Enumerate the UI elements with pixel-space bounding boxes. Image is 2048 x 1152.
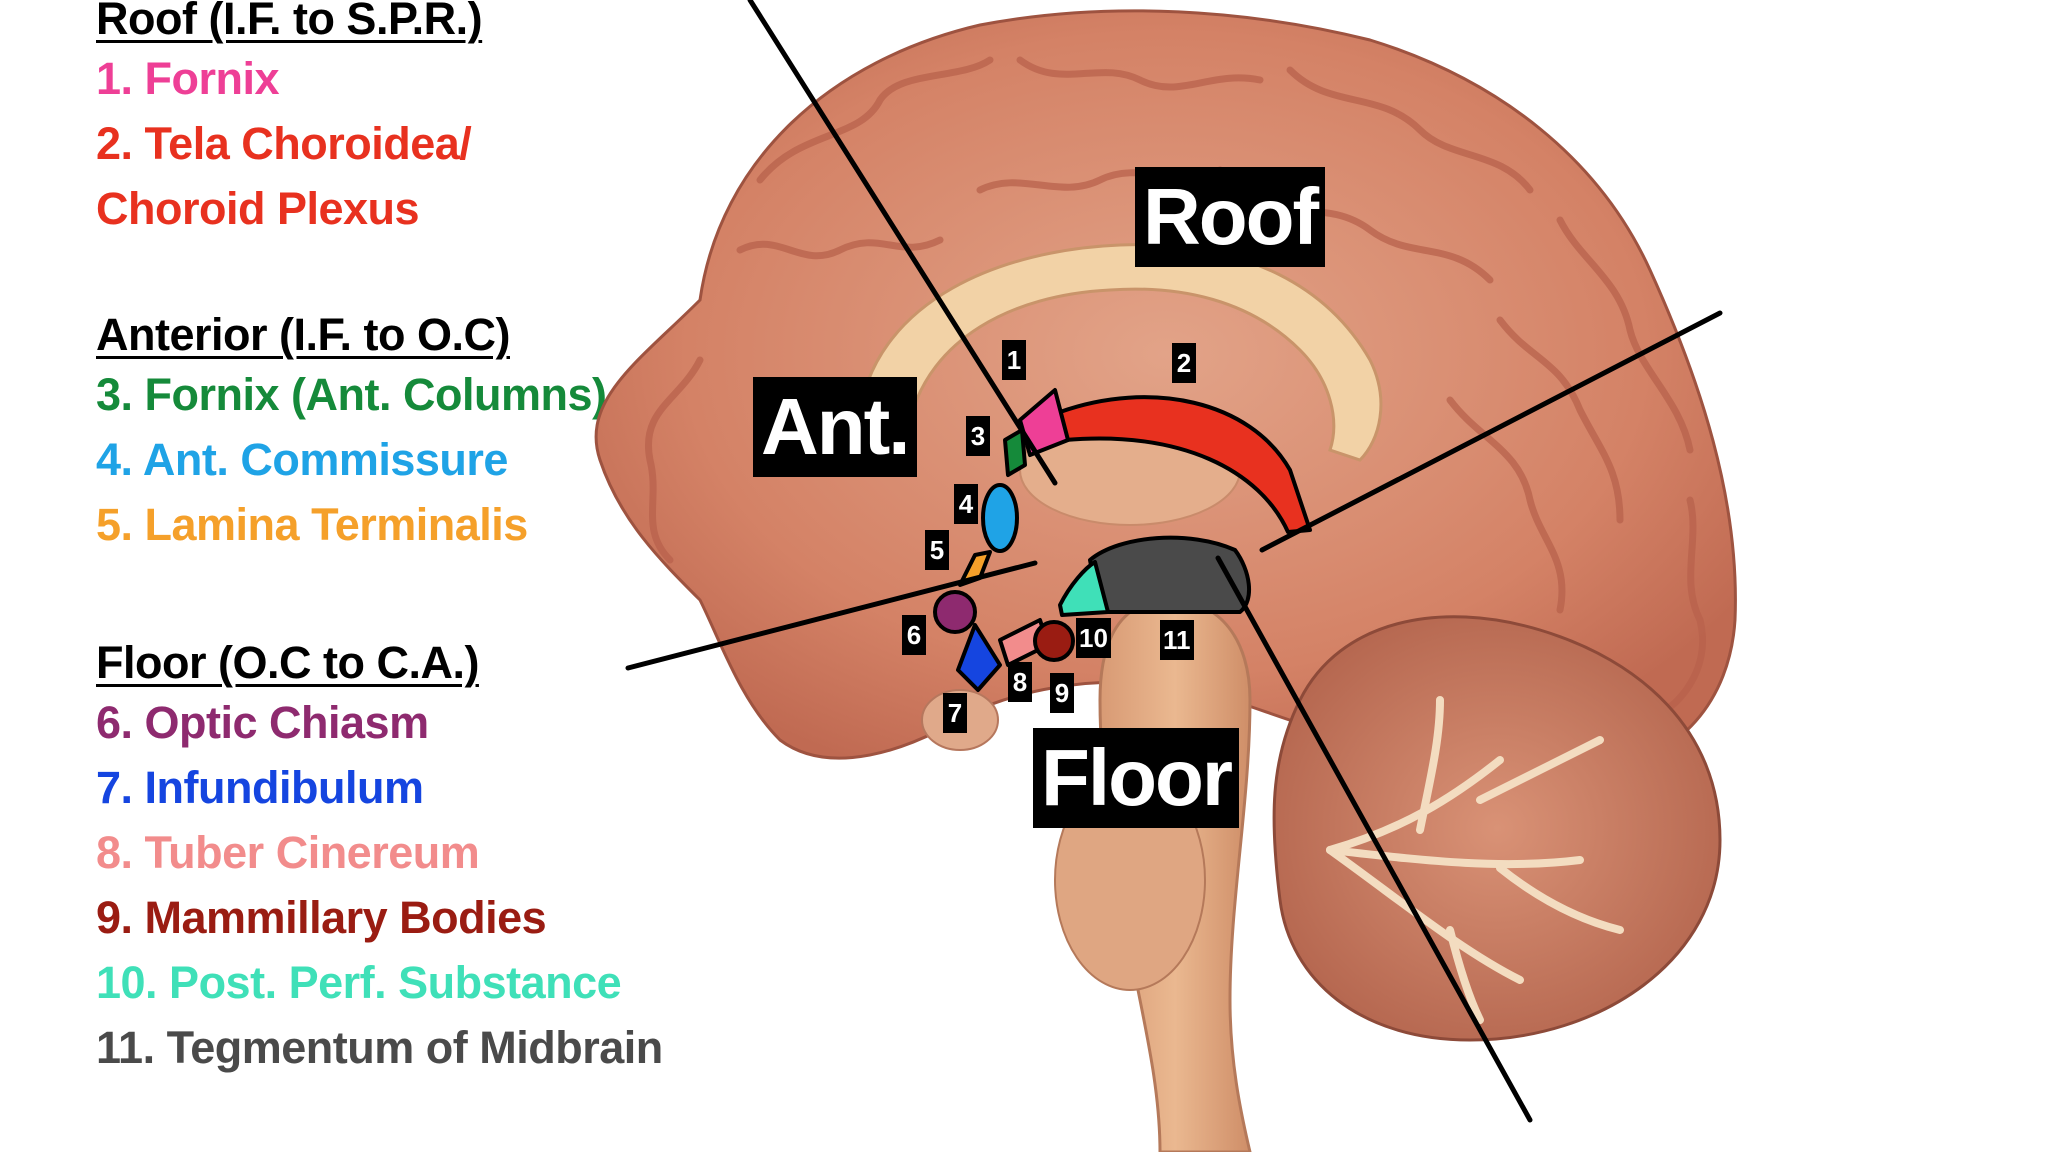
optic-chiasm-shape — [933, 590, 977, 634]
cerebellum — [1272, 615, 1722, 1042]
marker-6: 6 — [902, 615, 926, 655]
legend-item-choroid-plexus: Choroid Plexus — [96, 183, 420, 234]
legend-item-tela-choroidea: 2. Tela Choroidea/ — [96, 118, 472, 169]
marker-8: 8 — [1008, 662, 1032, 702]
marker-5: 5 — [925, 530, 949, 570]
legend-item-tegmentum: 11. Tegmentum of Midbrain — [96, 1022, 663, 1073]
legend-item-optic-chiasm: 6. Optic Chiasm — [96, 697, 429, 748]
legend-item-fornix-ant-columns: 3. Fornix (Ant. Columns) — [96, 369, 607, 420]
legend-floor-section: Floor (O.C to C.A.) 6. Optic Chiasm 7. I… — [96, 638, 716, 1080]
legend-item-lamina-terminalis: 5. Lamina Terminalis — [96, 499, 528, 550]
fornix-ant-columns-shape — [1003, 428, 1027, 477]
boundary-line-floor-anterior — [625, 560, 1038, 671]
marker-11: 11 — [1160, 620, 1194, 660]
corpus-callosum — [858, 243, 1383, 462]
fornix-shape — [1018, 388, 1070, 457]
boundary-line-floor-posterior — [1215, 555, 1533, 1123]
boundary-line-anterior — [747, 0, 1058, 486]
marker-1: 1 — [1002, 340, 1026, 380]
infundibulum-shape — [956, 623, 1002, 692]
region-label-roof: Roof — [1135, 167, 1326, 267]
tegmentum-dome — [1088, 535, 1252, 614]
legend-floor-heading: Floor (O.C to C.A.) — [96, 637, 479, 688]
marker-10: 10 — [1076, 618, 1111, 658]
legend-roof-heading: Roof (I.F. to S.P.R.) — [96, 0, 483, 44]
arbor-vitae — [1326, 696, 1624, 1024]
marker-9: 9 — [1050, 673, 1074, 713]
legend-item-tuber-cinereum: 8. Tuber Cinereum — [96, 827, 480, 878]
legend-item-fornix: 1. Fornix — [96, 53, 280, 104]
boundary-line-roof — [1259, 310, 1723, 553]
legend-roof-section: Roof (I.F. to S.P.R.) 1. Fornix 2. Tela … — [96, 0, 716, 241]
region-label-anterior: Ant. — [753, 377, 917, 477]
region-label-floor: Floor — [1033, 728, 1239, 828]
legend-anterior-section: Anterior (I.F. to O.C) 3. Fornix (Ant. C… — [96, 310, 716, 557]
marker-3: 3 — [966, 416, 990, 456]
marker-4: 4 — [954, 484, 978, 524]
post-perf-substance-shape — [1058, 560, 1110, 617]
ant-commissure-shape — [981, 483, 1019, 553]
legend-anterior-heading: Anterior (I.F. to O.C) — [96, 309, 510, 360]
mammillary-bodies-shape — [1033, 620, 1075, 662]
legend-item-infundibulum: 7. Infundibulum — [96, 762, 424, 813]
marker-2: 2 — [1172, 343, 1196, 383]
legend-item-mammillary-bodies: 9. Mammillary Bodies — [96, 892, 547, 943]
legend-item-post-perf-substance: 10. Post. Perf. Substance — [96, 957, 622, 1008]
legend-item-ant-commissure: 4. Ant. Commissure — [96, 434, 508, 485]
marker-7: 7 — [943, 693, 967, 733]
boundary-lines — [625, 0, 1723, 1123]
